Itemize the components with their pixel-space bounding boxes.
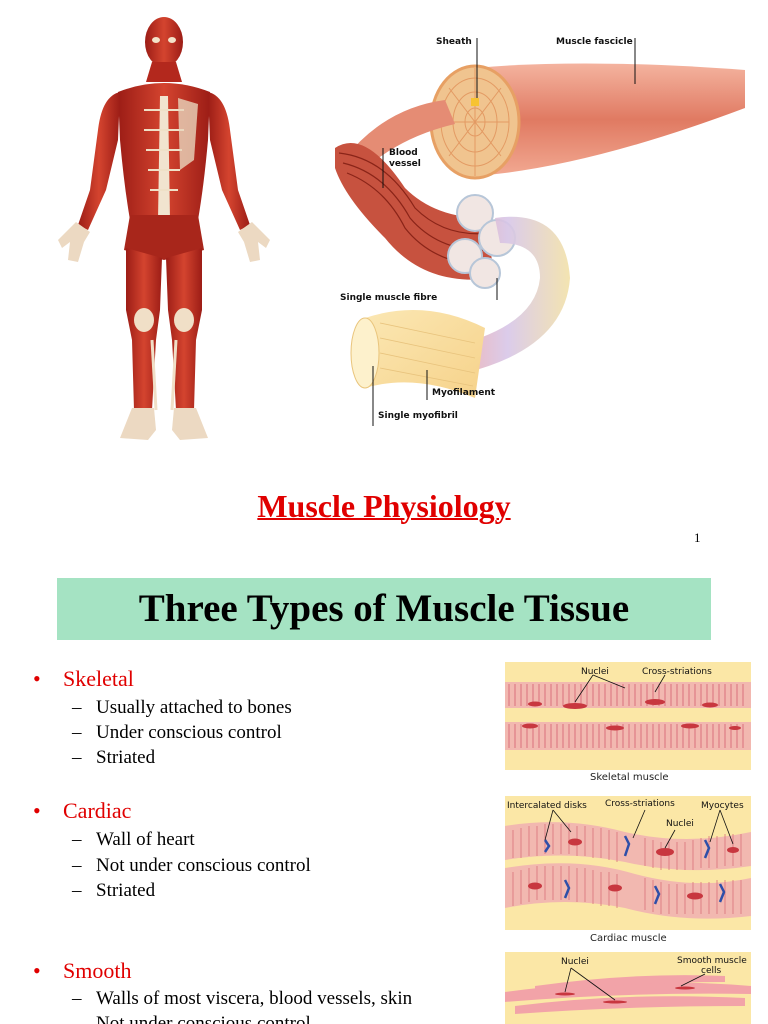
muscular-body-illustration — [58, 17, 270, 440]
callout-blood-vessel-line2: vessel — [389, 159, 421, 169]
label-nuclei: Nuclei — [581, 667, 609, 677]
label-nuclei: Nuclei — [561, 957, 589, 967]
slide-title: Muscle Physiology — [257, 488, 511, 524]
label-intercalated-disks: Intercalated disks — [507, 801, 587, 811]
label-cells: cells — [701, 966, 721, 976]
smooth-muscle-image: Nuclei Smooth muscle cells — [505, 952, 751, 1024]
muscle-fibre-structure-illustration — [335, 38, 745, 426]
label-myocytes: Myocytes — [701, 801, 744, 811]
section-heading: Smooth — [63, 958, 132, 983]
slide-muscle-physiology: Sheath Muscle fascicle Blood vessel Sing… — [58, 17, 745, 545]
list-item: –Not under conscious control — [72, 855, 311, 876]
list-item: –Walls of most viscera, blood vessels, s… — [72, 988, 413, 1009]
label-nuclei: Nuclei — [666, 819, 694, 829]
callout-sheath: Sheath — [436, 37, 472, 47]
label-cross-striations: Cross-striations — [605, 799, 675, 809]
callout-single-myofibril: Single myofibril — [378, 411, 458, 421]
list-item: –Wall of heart — [72, 829, 195, 850]
label-cross-striations: Cross-striations — [642, 667, 712, 677]
bullet-smooth: •Smooth — [33, 958, 132, 983]
slide-title: Three Types of Muscle Tissue — [138, 587, 630, 630]
caption-cardiac: Cardiac muscle — [590, 933, 667, 944]
list-item: –Striated — [72, 747, 156, 768]
bullet-cardiac: •Cardiac — [33, 798, 132, 823]
page-number: 1 — [694, 530, 701, 545]
list-item: –Not under conscious control — [72, 1013, 311, 1024]
skeletal-muscle-image: Nuclei Cross-striations — [505, 662, 751, 770]
list-item: –Under conscious control — [72, 722, 282, 743]
section-heading: Skeletal — [63, 666, 134, 691]
title-band — [57, 578, 711, 640]
callout-blood-vessel-line1: Blood — [389, 148, 418, 158]
bullet-skeletal: •Skeletal — [33, 666, 134, 691]
cardiac-muscle-image: Intercalated disks Cross-striations Myoc… — [505, 796, 751, 930]
callout-muscle-fascicle: Muscle fascicle — [556, 37, 633, 47]
list-item: –Usually attached to bones — [72, 697, 292, 718]
caption-skeletal: Skeletal muscle — [590, 772, 669, 783]
label-smooth-muscle: Smooth muscle — [677, 956, 747, 966]
list-item: –Striated — [72, 880, 156, 901]
section-heading: Cardiac — [63, 798, 132, 823]
callout-single-muscle-fibre: Single muscle fibre — [340, 293, 438, 303]
slide-three-types: Three Types of Muscle Tissue •Skeletal –… — [0, 560, 768, 1024]
callout-myofilament: Myofilament — [432, 388, 496, 398]
